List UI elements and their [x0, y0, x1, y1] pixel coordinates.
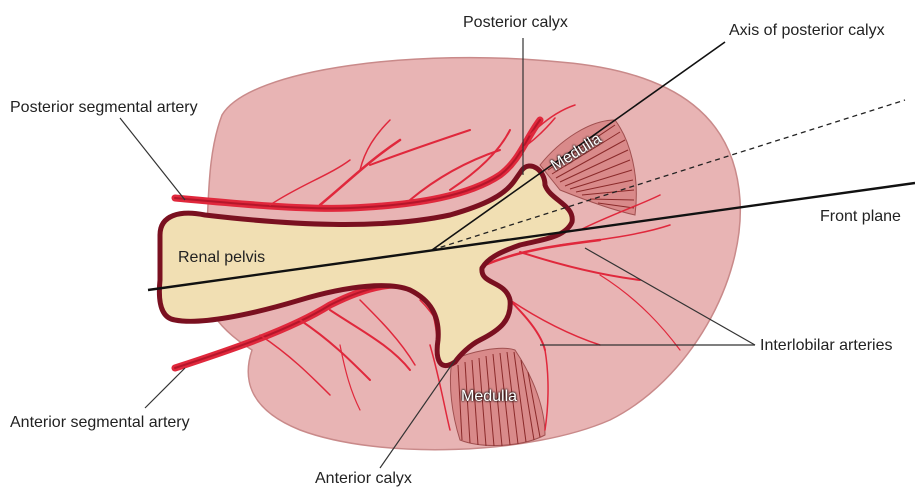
- label-anterior-segmental-artery: Anterior segmental artery: [10, 414, 190, 432]
- label-anterior-calyx: Anterior calyx: [315, 470, 412, 488]
- label-interlobilar-arteries: Interlobilar arteries: [760, 337, 893, 355]
- label-axis-of-posterior-calyx: Axis of posterior calyx: [729, 22, 885, 40]
- label-medulla-anterior: Medulla: [461, 388, 517, 406]
- label-front-plane: Front plane: [820, 208, 901, 226]
- label-posterior-calyx: Posterior calyx: [463, 14, 568, 32]
- label-posterior-segmental-artery: Posterior segmental artery: [10, 99, 198, 117]
- label-renal-pelvis: Renal pelvis: [178, 249, 265, 267]
